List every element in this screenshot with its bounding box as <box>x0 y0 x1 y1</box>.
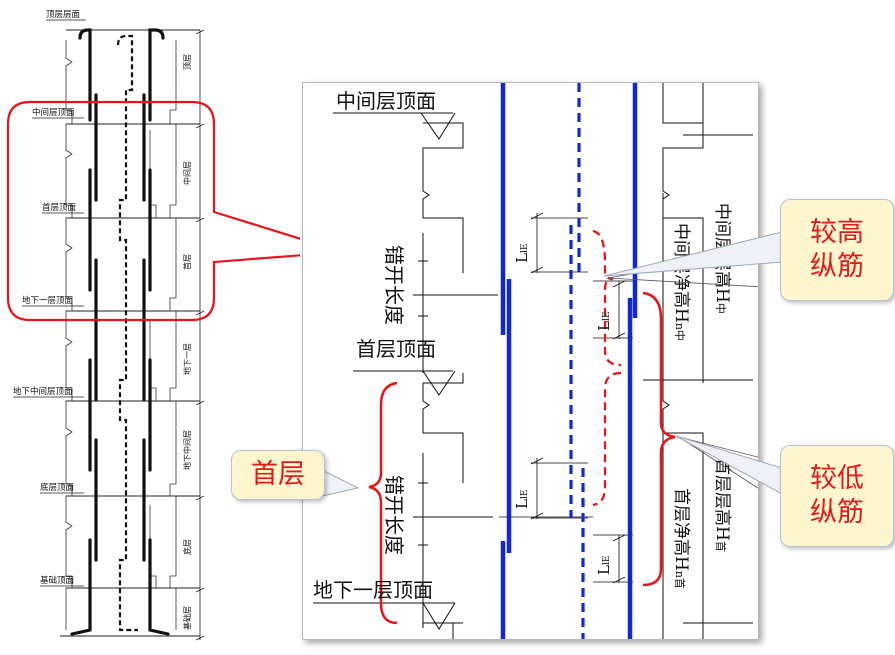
callout-higher-line2: 纵筋 <box>810 251 864 282</box>
highlight-region <box>6 100 300 322</box>
stagger-length-label: 错开长度 <box>382 475 406 555</box>
lap-length-label: L <box>595 321 613 331</box>
level-first-top: 首层顶面 <box>356 337 436 361</box>
height-first-sub: 首 <box>714 541 728 552</box>
level-label: 顶层层面 <box>46 10 81 20</box>
svg-text:LlE: LlE <box>513 244 531 263</box>
level-label: 中间层顶面 <box>32 107 75 118</box>
level-label: 地下中间层顶面 <box>13 386 73 397</box>
lap-length-subscript: lE <box>602 312 612 321</box>
lower-bar-brace <box>642 291 676 587</box>
svg-text:首层净高Hn首: 首层净高Hn首 <box>671 488 691 589</box>
svg-text:首层层高H首: 首层层高H首 <box>712 458 732 552</box>
floor-label: 底层 <box>182 539 192 555</box>
lap-length-label: L <box>595 565 613 575</box>
callout-higher-bar: 较高 纵筋 <box>780 199 894 301</box>
height-middle-label: 中间层层高H <box>712 203 732 303</box>
lap-length-subscript: lE <box>520 244 530 253</box>
svg-text:LlE: LlE <box>595 312 613 331</box>
level-label: 底层顶面 <box>40 482 75 493</box>
net-height-first-label: 首层净高H <box>671 488 691 571</box>
floor-label: 顶层 <box>183 54 192 70</box>
level-label: 基础顶面 <box>40 575 75 586</box>
callout-lower-bar: 较低 纵筋 <box>780 445 894 547</box>
height-middle-sub: 中 <box>714 303 727 314</box>
floor-label: 中间层 <box>182 161 192 185</box>
svg-text:LlE: LlE <box>595 556 613 575</box>
floor-label: 地下中间层 <box>182 430 192 470</box>
level-basement-top: 地下一层顶面 <box>313 578 433 602</box>
net-height-middle-sub: n中 <box>673 323 686 341</box>
callout-first-floor: 首层 <box>231 450 325 500</box>
level-label: 首层顶面 <box>42 202 77 213</box>
level-label: 地下一层顶面 <box>22 295 74 306</box>
lap-length-subscript: lE <box>520 490 530 499</box>
net-height-middle-label: 中间层净高H <box>671 223 691 323</box>
level-middle-top: 中间层顶面 <box>336 89 436 113</box>
callout-first-floor-text: 首层 <box>251 459 305 490</box>
detail-inset: 中间层顶面 首层顶面 地下一层顶面 错开长度 错开长度 LlE LlE LlE … <box>302 82 759 640</box>
callout-lower-line2: 纵筋 <box>810 497 864 528</box>
stagger-length-label: 错开长度 <box>382 245 406 325</box>
height-first-label: 首层层高H <box>712 458 732 541</box>
lap-length-label: L <box>513 499 531 509</box>
floor-label: 基础层 <box>182 606 192 630</box>
overview-diagram: 顶层层面 中间层顶面 首层顶面 地下一层顶面 地下中间层顶面 底层顶面 基础顶面… <box>6 10 300 641</box>
floor-label: 首层 <box>182 254 192 270</box>
callout-lower-line1: 较低 <box>810 463 864 494</box>
svg-text:LlE: LlE <box>513 490 531 509</box>
net-height-first-sub: n首 <box>673 571 687 589</box>
first-floor-brace <box>368 381 398 625</box>
floor-label: 地下一层 <box>182 343 192 375</box>
lap-length-subscript: lE <box>602 556 612 565</box>
lap-length-label: L <box>513 253 531 263</box>
callout-higher-line1: 较高 <box>810 217 864 248</box>
